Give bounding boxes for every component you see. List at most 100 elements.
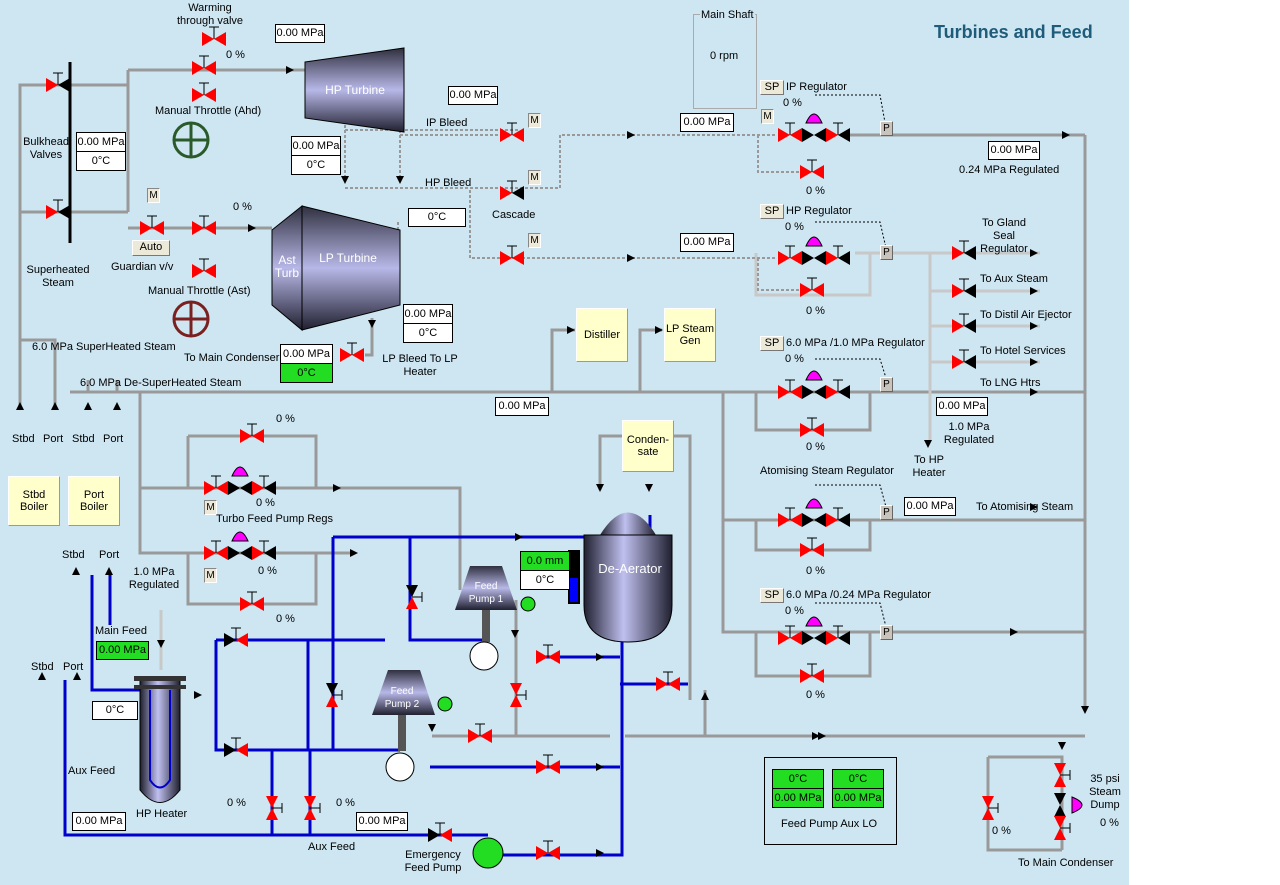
turbo-feed-reg-1[interactable] — [228, 481, 252, 495]
guardian-manual-button[interactable]: M — [147, 188, 160, 203]
lp-regulator[interactable] — [826, 625, 850, 645]
feed-cross-valve[interactable] — [406, 585, 423, 609]
atomising-regulator-p-button[interactable]: P — [880, 505, 893, 520]
feed-cross-valve[interactable] — [326, 683, 343, 707]
turbo-bypass-bottom[interactable] — [240, 591, 264, 611]
aux-feed-valve-2[interactable] — [304, 796, 321, 820]
turbo-bypass-top[interactable] — [240, 423, 264, 443]
condensate-button[interactable]: Conden-sate — [622, 420, 674, 472]
hp-regulator[interactable] — [802, 251, 826, 265]
turbo-feed-reg-2[interactable] — [228, 546, 252, 560]
ip-regulator[interactable] — [826, 122, 850, 142]
destination-valve[interactable] — [952, 278, 976, 298]
atomising-regulator[interactable] — [778, 507, 802, 527]
bypass-valve[interactable] — [800, 277, 824, 297]
atomising-regulator[interactable] — [826, 507, 850, 527]
bulkhead-valve[interactable] — [46, 72, 70, 92]
dump-valve[interactable] — [1054, 763, 1071, 787]
desup-regulator[interactable] — [802, 385, 826, 399]
emergency-valve[interactable] — [536, 840, 560, 860]
bypass-valve[interactable] — [800, 663, 824, 683]
turbo-feed-reg-2[interactable] — [252, 540, 276, 560]
ip-line-pressure: 0.00 MPa — [680, 113, 734, 132]
ip-regulator-manual[interactable]: M — [761, 109, 774, 124]
ast-manual-throttle[interactable] — [192, 258, 216, 278]
lp-regulator-p-button[interactable]: P — [880, 625, 893, 640]
warming-valve-label: Warming through valve — [176, 2, 244, 27]
hp-regulator[interactable] — [826, 245, 850, 265]
lp-regulator-sp-button[interactable]: SP — [760, 588, 784, 603]
destination-valve[interactable] — [952, 349, 976, 369]
dump-valve[interactable] — [1054, 793, 1066, 817]
ip-bleed-valve[interactable] — [500, 122, 524, 142]
ahd-throttle-valve[interactable] — [192, 55, 216, 75]
cascade-manual[interactable]: M — [528, 170, 541, 185]
turbo-feed-reg-2[interactable] — [204, 540, 228, 560]
bulkhead-valve[interactable] — [46, 199, 70, 219]
port-label-2: Port — [103, 433, 124, 445]
lp-steam-gen-button[interactable]: LP Steam Gen — [664, 308, 716, 362]
hp-bleed-manual[interactable]: M — [528, 233, 541, 248]
aux-feed-valve-1[interactable] — [266, 796, 283, 820]
deaerator-temp: 0°C — [521, 570, 569, 589]
deaerator-label: De-Aerator — [598, 561, 662, 576]
pump2-discharge-valve[interactable] — [536, 754, 560, 774]
desup-regulator-sp-button[interactable]: SP — [760, 336, 784, 351]
feed-pump-2-label[interactable]: Feed Pump 2 — [384, 686, 420, 710]
hp-regulator[interactable] — [778, 245, 802, 265]
ip-regulator[interactable] — [802, 128, 826, 142]
condenser-label: To Main Condenser — [184, 352, 280, 364]
recirc-valve[interactable] — [510, 683, 527, 707]
regulator-actuator-icon — [231, 531, 249, 542]
hp-regulator-sp-button[interactable]: SP — [760, 204, 784, 219]
turbo-reg1-manual[interactable]: M — [204, 500, 217, 515]
destination-valve[interactable] — [952, 313, 976, 333]
lp-bypass-percent: 0 % — [806, 689, 825, 701]
hp-bleed-valve[interactable] — [500, 245, 524, 265]
ast-throttle-valve[interactable] — [192, 215, 216, 235]
turbo-feed-reg-1[interactable] — [204, 475, 228, 495]
ip-regulator[interactable] — [778, 122, 802, 142]
emergency-outlet-valve[interactable] — [428, 822, 452, 842]
warming-valve[interactable] — [202, 26, 226, 46]
drain-valve[interactable] — [468, 723, 492, 743]
stbd-boiler-button[interactable]: Stbd Boiler — [8, 476, 60, 526]
bypass-valve[interactable] — [800, 417, 824, 437]
turbo-reg2-manual[interactable]: M — [204, 568, 217, 583]
feed-valve[interactable] — [224, 737, 248, 757]
port-boiler-button[interactable]: Port Boiler — [68, 476, 120, 526]
bypass-valve[interactable] — [800, 537, 824, 557]
atomising-regulator[interactable] — [802, 513, 826, 527]
feed-pump-1-label[interactable]: Feed Pump 1 — [468, 581, 504, 605]
turbo-feed-reg-1[interactable] — [252, 475, 276, 495]
regulator-actuator-icon — [805, 370, 823, 381]
ip-bleed-manual[interactable]: M — [528, 113, 541, 128]
regulator-actuator-icon — [231, 466, 249, 477]
dump-bypass-valve[interactable] — [982, 796, 999, 820]
desup-regulator-p-button[interactable]: P — [880, 377, 893, 392]
ip-regulator-sp-button[interactable]: SP — [760, 80, 784, 95]
ahd-manual-throttle[interactable] — [192, 82, 216, 102]
feed-valve[interactable] — [224, 627, 248, 647]
p10-pressure: 0.00 MPa — [936, 397, 988, 416]
lp-bleed-valve[interactable] — [340, 342, 364, 362]
distiller-button[interactable]: Distiller — [576, 308, 628, 362]
deaerator-drain-valve[interactable] — [656, 671, 680, 691]
destination-valve[interactable] — [952, 240, 976, 260]
desup-regulator[interactable] — [778, 379, 802, 399]
desup-regulator[interactable] — [826, 379, 850, 399]
dest-distil-air-ejector: To Distil Air Ejector — [980, 309, 1072, 321]
lp-regulator[interactable] — [778, 625, 802, 645]
auto-button[interactable]: Auto — [132, 240, 170, 256]
hp-regulator-p-button[interactable]: P — [880, 245, 893, 260]
bypass-valve[interactable] — [800, 159, 824, 179]
superheated-header-label: 6.0 MPa SuperHeated Steam — [32, 341, 176, 353]
pump1-discharge-valve[interactable] — [536, 644, 560, 664]
guardian-valve[interactable] — [140, 215, 164, 235]
cascade-valve[interactable] — [500, 180, 524, 200]
lp-regulator[interactable] — [802, 631, 826, 645]
dump-valve[interactable] — [1054, 816, 1071, 840]
ip-regulator-p-button[interactable]: P — [880, 121, 893, 136]
bulkhead-temp: 0°C — [77, 151, 125, 170]
